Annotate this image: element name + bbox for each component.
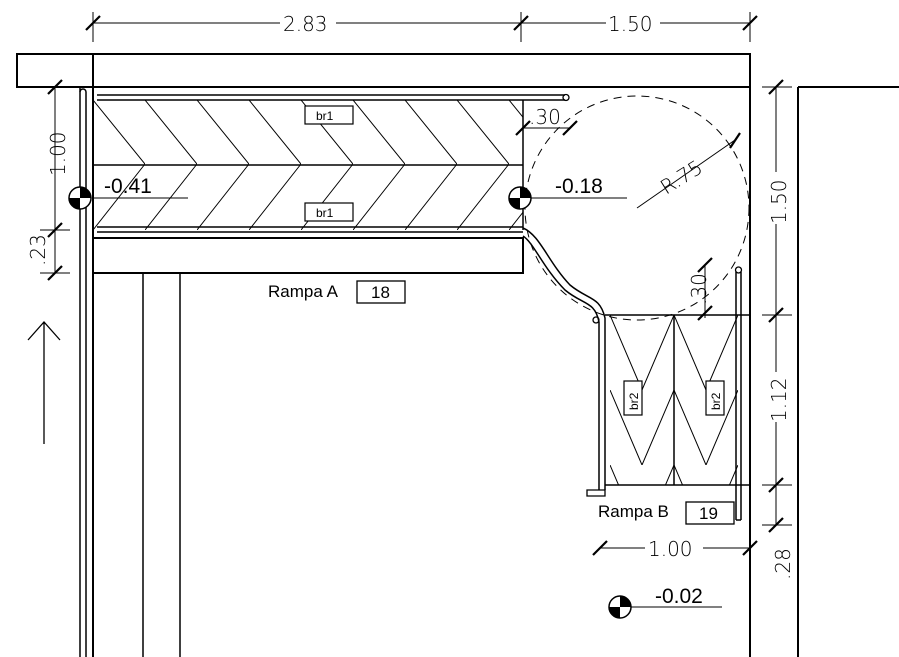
ramp-b-number: 19 <box>699 504 718 523</box>
dim-top-line <box>92 12 751 42</box>
top-wall <box>16 53 751 88</box>
elevation-marker-floor <box>608 595 632 619</box>
tag-br2-right: br2 <box>709 392 723 410</box>
dim-right-upper: 1.50 <box>767 179 791 224</box>
tag-br1-top-box <box>304 105 354 125</box>
dim-right-line <box>762 86 792 526</box>
handrail-b-right <box>735 272 742 521</box>
elevation-floor: -0.02 <box>655 585 703 608</box>
handrail-top <box>97 94 565 101</box>
dim-radius: R.75 <box>656 155 707 199</box>
left-post <box>79 88 87 657</box>
inner-wall-a <box>142 273 181 657</box>
elevation-left: -0.41 <box>104 175 152 198</box>
dim-right-middle: 1.12 <box>767 377 791 422</box>
ramp-a-number-box <box>356 280 406 304</box>
ramp-b-edge <box>605 314 750 486</box>
handrail-left-end <box>592 316 600 324</box>
left-post-cap <box>79 88 87 93</box>
dim-right-lower: .28 <box>771 548 795 580</box>
tag-br1-bottom: br1 <box>316 206 334 220</box>
dim-offset-a: .30 <box>529 105 561 129</box>
handrail-top-end <box>562 93 570 102</box>
ramp-a-slab <box>92 237 524 274</box>
tag-br2-left: br2 <box>627 392 641 410</box>
ramp-b-label: Rampa B <box>598 502 669 521</box>
tag-br1-top: br1 <box>316 109 334 123</box>
handrail-curve-foot <box>586 489 606 497</box>
ramp-a-label: Rampa A <box>268 282 339 301</box>
handrail-a-bottom <box>97 226 523 233</box>
ramp-b-number-box <box>685 501 735 525</box>
ramp-a-number: 18 <box>371 283 390 302</box>
right-wall-inner <box>797 86 899 657</box>
dim-bottom: 1.00 <box>648 537 693 561</box>
handrail-b-right-end <box>734 266 743 274</box>
handrail-curve <box>522 227 606 490</box>
elevation-marker-left <box>68 186 92 210</box>
direction-arrow <box>27 321 61 444</box>
dimension-ticks <box>47 15 784 556</box>
tag-br2-right-box <box>705 380 725 416</box>
tag-br1-bottom-box <box>304 202 354 222</box>
tag-br2-left-box <box>623 380 643 416</box>
dim-left-lower: .23 <box>26 234 50 266</box>
radius-line <box>636 139 736 209</box>
dim-left-upper: 1.00 <box>46 131 70 176</box>
elevation-right: -0.18 <box>555 175 603 198</box>
dim-top-left: 2.83 <box>283 12 328 36</box>
dim-offset-b: .30 <box>687 273 711 305</box>
dim-top-right: 1.50 <box>608 12 653 36</box>
elevation-marker-right <box>508 186 532 210</box>
